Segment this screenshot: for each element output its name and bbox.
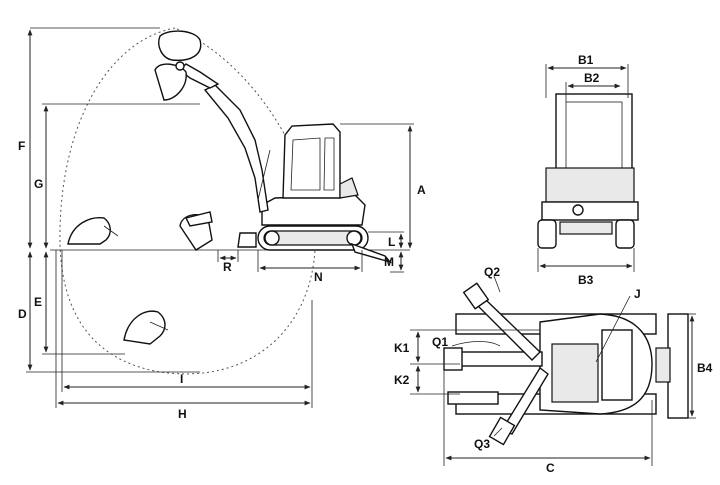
label-R: R: [223, 260, 232, 274]
label-D: D: [18, 307, 27, 321]
label-B3: B3: [578, 273, 594, 287]
label-C: C: [546, 461, 555, 475]
label-Q2: Q2: [484, 265, 500, 279]
label-G: G: [34, 177, 43, 191]
label-B2: B2: [584, 71, 600, 85]
label-Q3: Q3: [474, 437, 490, 451]
label-F: F: [18, 139, 25, 153]
label-E: E: [34, 295, 42, 309]
label-B4: B4: [697, 361, 713, 375]
label-K1: K1: [394, 341, 410, 355]
label-B1: B1: [578, 53, 594, 67]
label-K2: K2: [394, 373, 410, 387]
label-L: L: [388, 235, 395, 249]
excavator-front-view-icon: [537, 64, 639, 272]
label-I: I: [180, 372, 183, 386]
label-H: H: [178, 407, 187, 421]
label-J: J: [634, 287, 641, 301]
label-N: N: [314, 270, 323, 284]
excavator-top-view-icon: [410, 275, 696, 466]
label-A: A: [417, 183, 426, 197]
label-M: M: [384, 255, 394, 269]
excavator-side-view-icon: [26, 27, 414, 408]
label-Q1: Q1: [432, 335, 448, 349]
